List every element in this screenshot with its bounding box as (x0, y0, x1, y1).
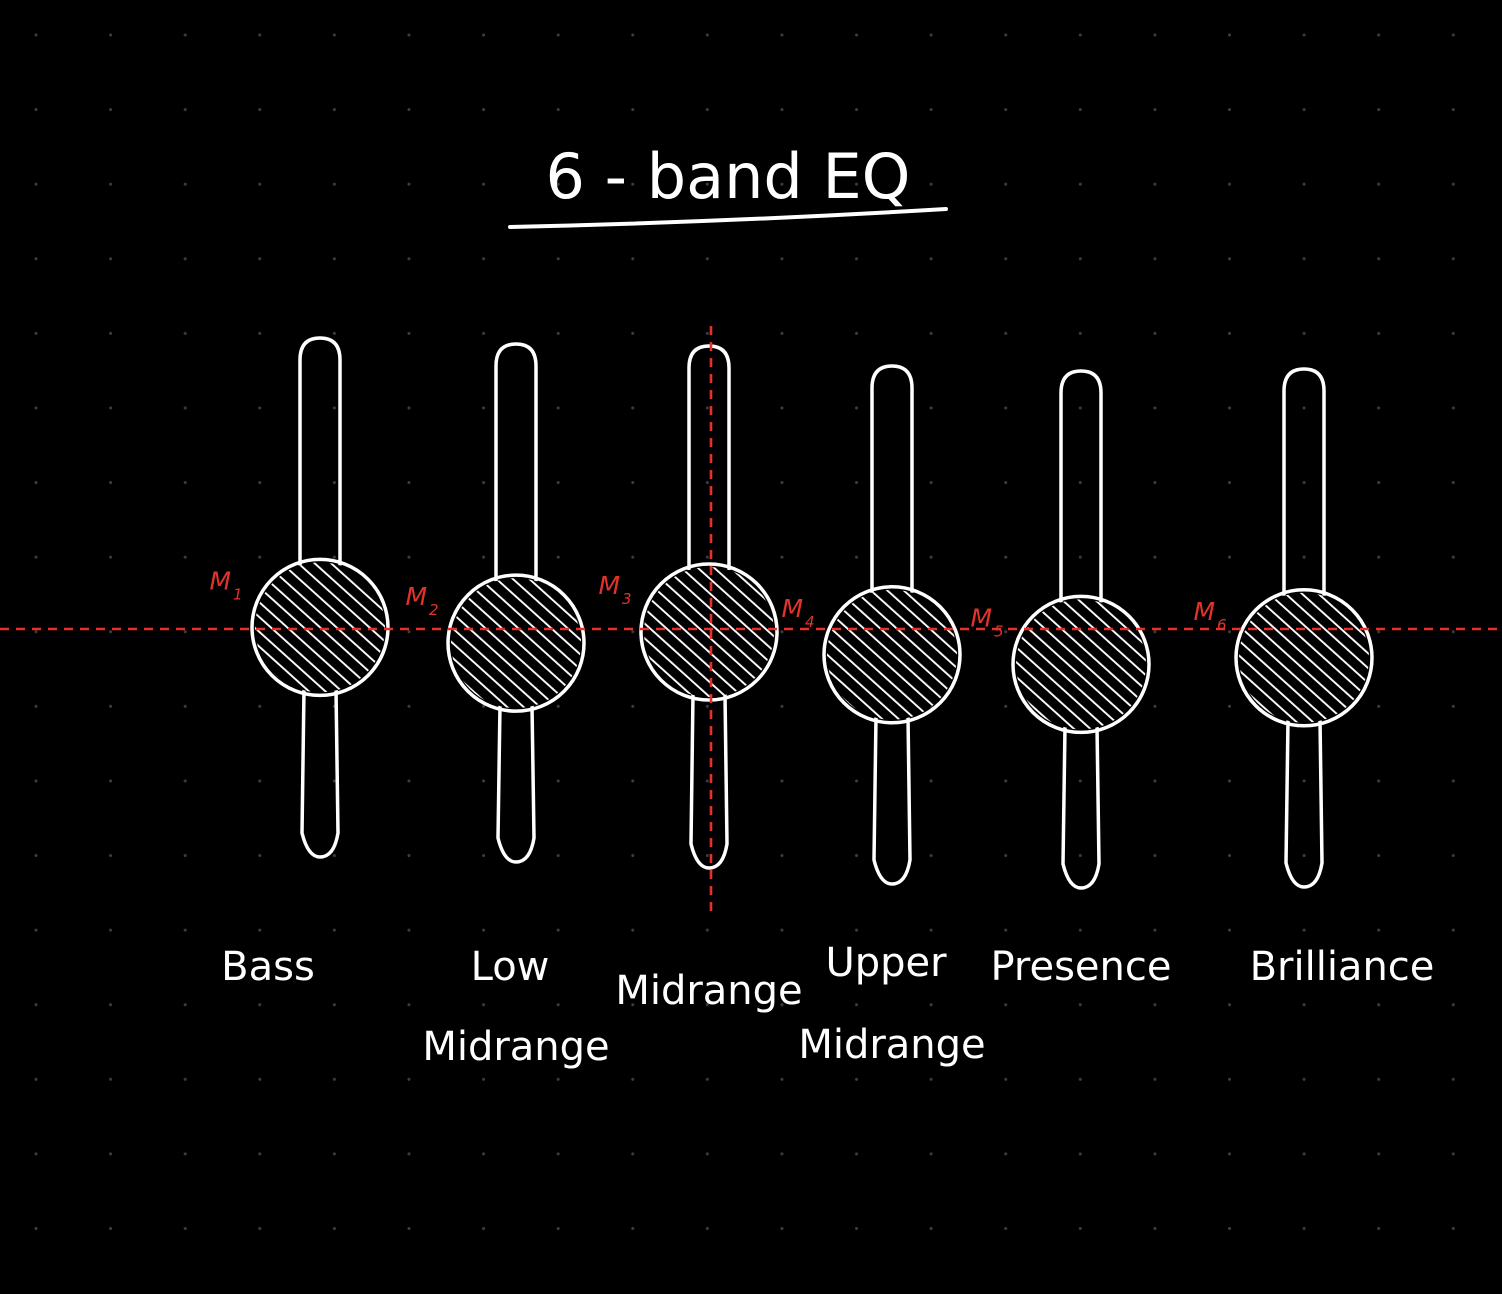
slider-knob[interactable] (827, 589, 957, 720)
slider-knob[interactable] (255, 562, 385, 693)
marker-subscript: 5 (994, 622, 1004, 640)
slider-bass[interactable] (250, 336, 390, 859)
slider-track (1059, 369, 1103, 890)
band-label-bass: Bass (221, 944, 315, 990)
slider-low-midrange[interactable] (446, 342, 586, 864)
slider-track (687, 344, 731, 870)
slider-midrange[interactable] (639, 344, 779, 870)
slider-knob-outline (639, 562, 779, 702)
band-label-low-midrange-line-2: Midrange (422, 1024, 609, 1070)
marker-subscript: 2 (429, 601, 439, 619)
slider-track (1282, 367, 1326, 889)
band-label-midrange: Midrange (615, 968, 802, 1014)
marker-subscript: 4 (805, 613, 815, 631)
band-label-brilliance: Brilliance (1250, 944, 1435, 990)
slider-knob-outline (822, 585, 962, 725)
marker-subscript: 1 (233, 585, 243, 603)
band-label-low-midrange-line-1: Low (471, 944, 550, 990)
slider-track (494, 342, 538, 864)
slider-knob[interactable] (1239, 592, 1369, 723)
slider-knob-outline (1234, 588, 1374, 728)
slider-knob[interactable] (451, 578, 581, 709)
diagram-title: 6 - band EQ (546, 140, 911, 213)
diagram-title-group: 6 - band EQ (508, 140, 948, 229)
slider-upper-midrange[interactable] (822, 364, 962, 886)
slider-track (298, 336, 342, 859)
band-label-presence: Presence (991, 944, 1172, 990)
marker-subscript: 6 (1217, 616, 1227, 634)
band-label-upper-midrange-line-1: Upper (825, 940, 947, 986)
slider-presence[interactable] (1011, 369, 1151, 890)
slider-knob-outline (1011, 594, 1151, 735)
slider-group (250, 336, 1374, 890)
slider-knob-outline (446, 573, 586, 713)
title-underline (508, 207, 948, 229)
slider-knob-outline (250, 557, 390, 698)
slider-knob[interactable] (1016, 599, 1146, 730)
slider-track (870, 364, 914, 886)
marker-subscript: 3 (622, 590, 632, 608)
slider-knob[interactable] (644, 566, 774, 697)
band-label-upper-midrange-line-2: Midrange (798, 1022, 985, 1068)
slider-brilliance[interactable] (1234, 367, 1374, 889)
